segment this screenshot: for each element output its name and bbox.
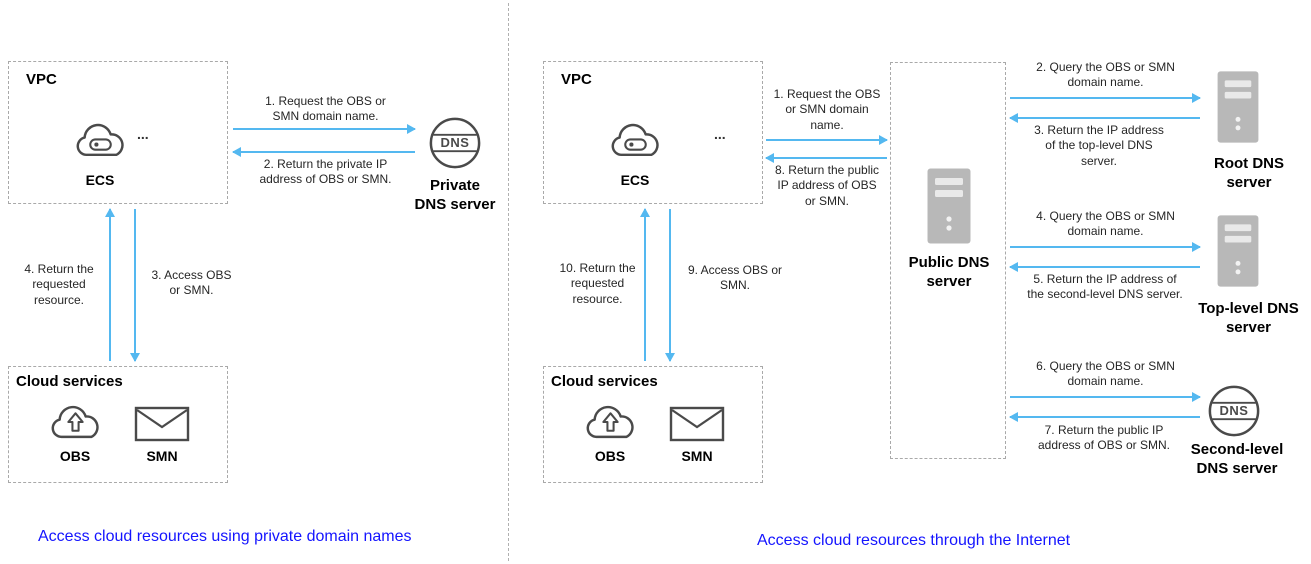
arrow-step4-left xyxy=(105,208,115,361)
step8-label-right: 8. Return the public IP address of OBS o… xyxy=(774,163,880,208)
public-dns-box xyxy=(890,62,1006,459)
vpc-box-right xyxy=(543,61,763,204)
ecs-cloud-icon-left xyxy=(71,121,129,162)
obs-cloud-icon-left xyxy=(46,401,104,442)
arrow-step6-right xyxy=(1010,392,1201,402)
arrow-step7-right xyxy=(1009,412,1200,422)
smn-envelope-icon-left xyxy=(134,405,190,443)
caption-left: Access cloud resources using private dom… xyxy=(38,528,412,545)
vpc-title-left: VPC xyxy=(26,71,57,88)
smn-envelope-icon-right xyxy=(669,405,725,443)
arrow-step1-left xyxy=(233,124,416,134)
arrow-step2-left xyxy=(232,147,415,157)
obs-label-right: OBS xyxy=(594,448,626,464)
second-level-dns-icon-text: DNS xyxy=(1219,403,1249,418)
step1-label-left: 1. Request the OBS or SMN domain name. xyxy=(265,94,386,124)
step9-label-right: 9. Access OBS or SMN. xyxy=(687,263,783,293)
arrow-step9-right xyxy=(665,209,675,362)
obs-cloud-icon-right xyxy=(581,401,639,442)
ecs-cloud-icon-right xyxy=(606,121,664,162)
step2-label-right: 2. Query the OBS or SMN domain name. xyxy=(1036,60,1175,90)
step3-label-right: 3. Return the IP address of the top-leve… xyxy=(1034,123,1164,168)
cloud-services-box-left xyxy=(8,366,228,483)
step10-label-right: 10. Return the requested resource. xyxy=(559,261,636,306)
step4-label-right: 4. Query the OBS or SMN domain name. xyxy=(1036,209,1175,239)
ecs-label-left: ECS xyxy=(85,172,115,188)
private-dns-label: Private DNS server xyxy=(414,177,496,213)
vpc-title-right: VPC xyxy=(561,71,592,88)
step2-label-left: 2. Return the private IP address of OBS … xyxy=(259,157,392,187)
top-level-dns-server-icon xyxy=(1216,214,1260,288)
obs-label-left: OBS xyxy=(59,448,91,464)
step3-label-left: 3. Access OBS or SMN. xyxy=(151,268,232,298)
arrow-step3-right xyxy=(1009,113,1200,123)
ellipsis-right: ... xyxy=(714,126,726,142)
arrow-step3-left xyxy=(130,209,140,362)
smn-label-left: SMN xyxy=(146,448,178,464)
step7-label-right: 7. Return the public IP address of OBS o… xyxy=(1037,423,1171,453)
root-dns-label: Root DNS server xyxy=(1214,155,1284,191)
cloud-services-box-right xyxy=(543,366,763,483)
step6-label-right: 6. Query the OBS or SMN domain name. xyxy=(1036,359,1175,389)
public-dns-label: Public DNS server xyxy=(908,254,990,290)
root-dns-server-icon xyxy=(1216,70,1260,144)
ellipsis-left: ... xyxy=(137,126,149,142)
private-dns-icon-text: DNS xyxy=(440,135,470,150)
top-level-dns-label: Top-level DNS server xyxy=(1198,300,1299,336)
arrow-step10-right xyxy=(640,208,650,361)
public-dns-server-icon xyxy=(926,167,972,245)
arrow-step5-right xyxy=(1009,262,1200,272)
vpc-box-left xyxy=(8,61,228,204)
caption-right: Access cloud resources through the Inter… xyxy=(757,532,1071,549)
step1-label-right: 1. Request the OBS or SMN domain name. xyxy=(773,87,881,132)
section-divider xyxy=(508,3,509,561)
step5-label-right: 5. Return the IP address of the second-l… xyxy=(1027,272,1183,302)
step4-label-left: 4. Return the requested resource. xyxy=(24,262,94,307)
cloud-services-title-right: Cloud services xyxy=(551,373,658,390)
arrow-step8-right xyxy=(765,153,887,163)
smn-label-right: SMN xyxy=(681,448,713,464)
ecs-label-right: ECS xyxy=(620,172,650,188)
arrow-step1-right xyxy=(766,135,888,145)
second-level-dns-label: Second-level DNS server xyxy=(1190,441,1284,477)
cloud-services-title-left: Cloud services xyxy=(16,373,123,390)
arrow-step4-right xyxy=(1010,242,1201,252)
arrow-step2-right xyxy=(1010,93,1201,103)
